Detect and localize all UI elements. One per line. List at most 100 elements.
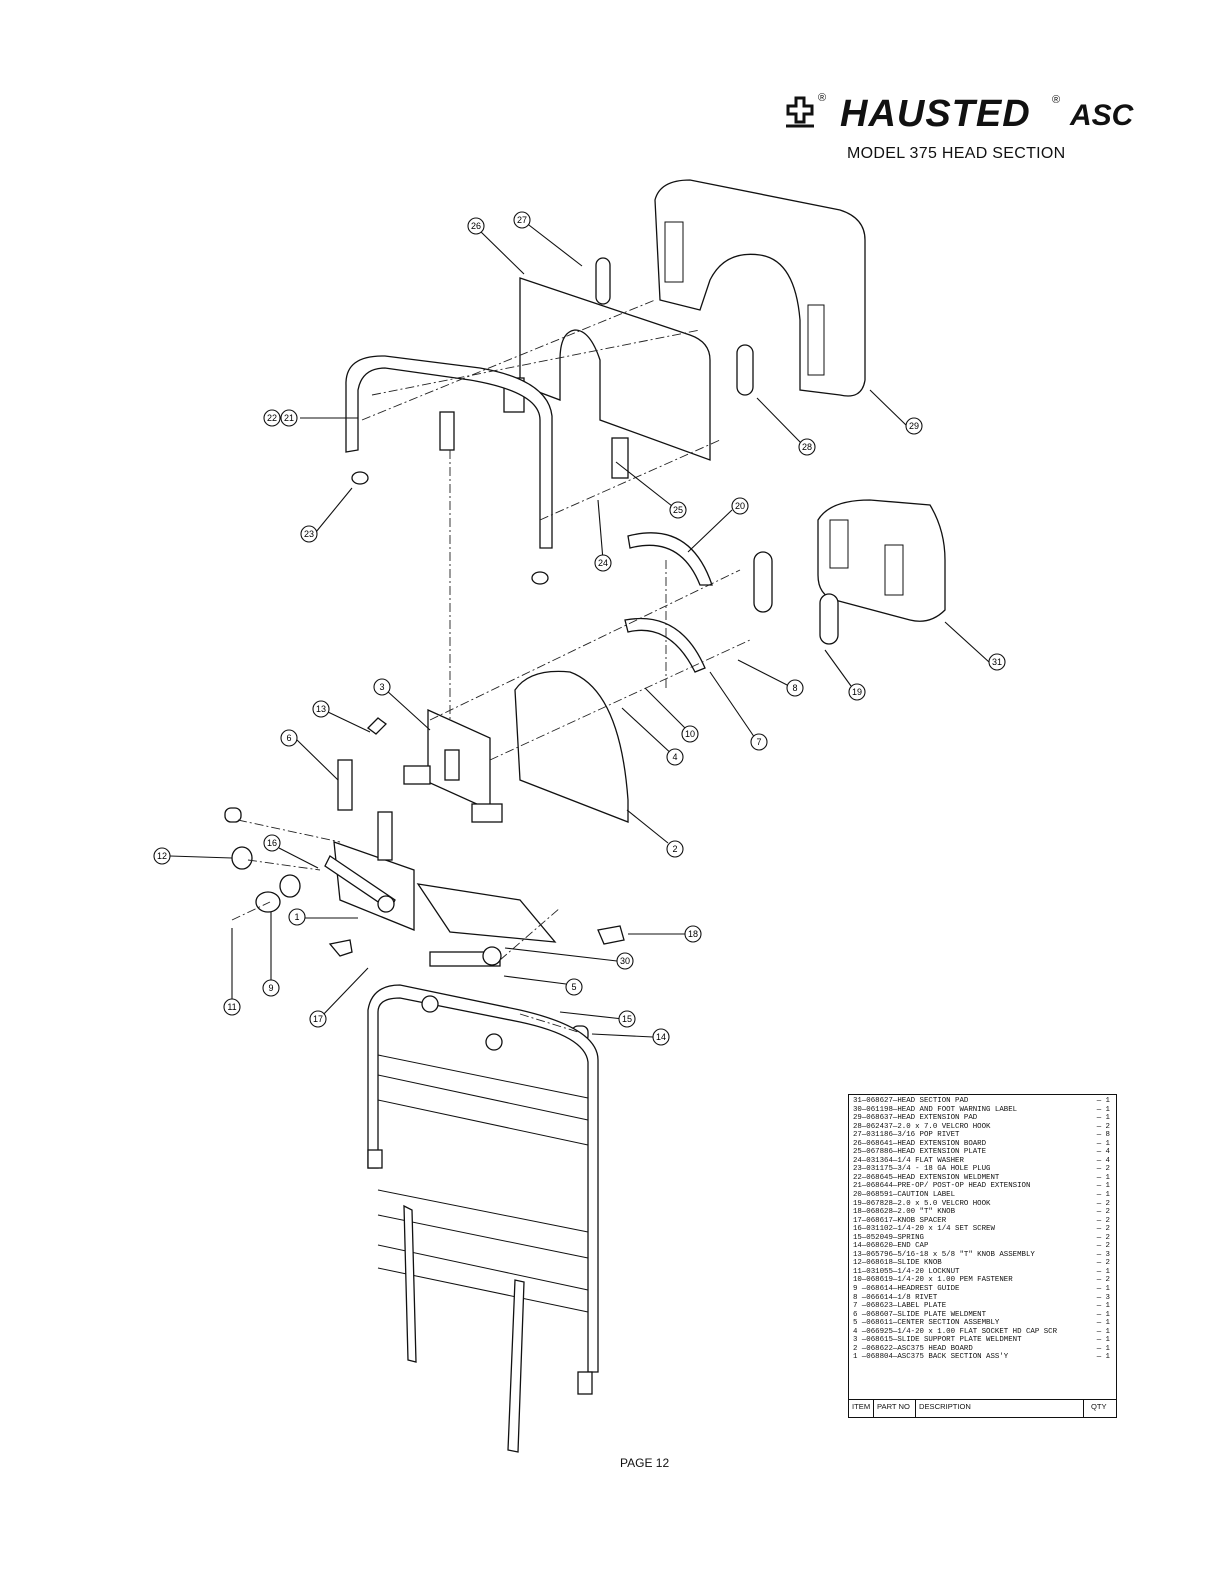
part-quantity: — 1 [1096, 1114, 1110, 1123]
svg-text:23: 23 [304, 529, 314, 539]
header-item: ITEM [852, 1402, 871, 1411]
callout-31: 31 [988, 653, 1006, 671]
svg-text:13: 13 [316, 704, 326, 714]
part-description: 28—062437—2.0 x 7.0 VELCRO HOOK [853, 1122, 991, 1131]
callout-7: 7 [750, 733, 768, 751]
header-part-no: PART NO [877, 1402, 910, 1411]
svg-text:6: 6 [286, 733, 291, 743]
part-quantity: — 8 [1096, 1131, 1110, 1140]
part-description: 5 —068611—CENTER SECTION ASSEMBLY [853, 1319, 1000, 1328]
callout-1: 1 [288, 908, 306, 926]
svg-text:4: 4 [672, 752, 677, 762]
part-description: 22—068645—HEAD EXTENSION WELDMENT [853, 1173, 1000, 1182]
part-description: 30—061198—HEAD AND FOOT WARNING LABEL [853, 1105, 1018, 1114]
callout-2: 2 [666, 840, 684, 858]
parts-list-row: 16—031102—1/4-20 x 1/4 SET SCREW— 2 [853, 1225, 1112, 1234]
part-quantity: — 1 [1096, 1319, 1110, 1328]
part-description: 25—067886—HEAD EXTENSION PLATE [853, 1148, 987, 1157]
callout-23: 23 [300, 525, 318, 543]
parts-list-row: 30—061198—HEAD AND FOOT WARNING LABEL — 1 [853, 1106, 1112, 1115]
svg-text:27: 27 [517, 215, 527, 225]
svg-text:25: 25 [673, 505, 683, 515]
part-description: 9 —068614—HEADREST GUIDE [853, 1285, 960, 1294]
svg-text:2: 2 [672, 844, 677, 854]
part-description: 4 —066925—1/4-20 x 1.00 FLAT SOCKET HD C… [853, 1327, 1058, 1336]
part-quantity: — 1 [1096, 1105, 1110, 1114]
part-description: 14—068620—END CAP [853, 1242, 929, 1251]
parts-list-row: 28—062437—2.0 x 7.0 VELCRO HOOK— 2 [853, 1123, 1112, 1132]
part-quantity: — 2 [1096, 1225, 1110, 1234]
callout-29: 29 [905, 417, 923, 435]
part-description: 31—068627—HEAD SECTION PAD [853, 1097, 969, 1105]
brand-name: HAUSTED [840, 93, 1031, 135]
brand-logo: ® HAUSTED ® ASC [782, 92, 1133, 140]
part-quantity: — 2 [1096, 1208, 1110, 1217]
part-quantity: — 1 [1096, 1327, 1110, 1336]
svg-text:21: 21 [284, 413, 294, 423]
callout-21: 21 [280, 409, 298, 427]
part-quantity: — 4 [1096, 1148, 1110, 1157]
part-quantity: — 1 [1096, 1182, 1110, 1191]
parts-list-row: 29—068637—HEAD EXTENSION PAD— 1 [853, 1114, 1112, 1123]
hausted-logo-icon [786, 96, 814, 128]
svg-text:20: 20 [735, 501, 745, 511]
parts-list-row: 9 —068614—HEADREST GUIDE— 1 [853, 1285, 1112, 1294]
svg-text:10: 10 [685, 729, 695, 739]
callout-4: 4 [666, 748, 684, 766]
callout-6: 6 [280, 729, 298, 747]
part-quantity: — 3 [1096, 1250, 1110, 1259]
part-description: 17—068617—KNOB SPACER [853, 1216, 947, 1225]
parts-list-row: 12—068618—SLIDE KNOB— 2 [853, 1259, 1112, 1268]
callout-15: 15 [618, 1010, 636, 1028]
parts-list-row: 4 —066925—1/4-20 x 1.00 FLAT SOCKET HD C… [853, 1328, 1112, 1337]
registered-mark: ® [1052, 94, 1061, 106]
parts-list-row: 31—068627—HEAD SECTION PAD— 1 [853, 1097, 1112, 1106]
slide-plate-weldment [324, 759, 557, 967]
parts-list-row: 7 —068623—LABEL PLATE — 1 [853, 1302, 1112, 1311]
svg-text:12: 12 [157, 851, 167, 861]
part-description: 20—068591—CAUTION LABEL [853, 1191, 956, 1200]
header-description: DESCRIPTION [919, 1402, 971, 1411]
svg-text:17: 17 [313, 1014, 323, 1024]
head-section-pad [753, 499, 946, 645]
parts-list-row: 20—068591—CAUTION LABEL— 1 [853, 1191, 1112, 1200]
part-description: 6 —068607—SLIDE PLATE WELDMENT [853, 1310, 987, 1319]
leader-lines [169, 221, 990, 1038]
assembly-lines [231, 299, 751, 1033]
parts-list-row: 15—052049—SPRING— 2 [853, 1234, 1112, 1243]
callout-11: 11 [223, 998, 241, 1016]
part-quantity: — 1 [1096, 1336, 1110, 1345]
part-quantity: — 2 [1096, 1276, 1110, 1285]
callout-26: 26 [467, 217, 485, 235]
svg-text:18: 18 [688, 929, 698, 939]
svg-text:11: 11 [227, 1002, 236, 1012]
svg-text:14: 14 [656, 1032, 666, 1042]
callout-25: 25 [669, 501, 687, 519]
part-quantity: — 2 [1096, 1165, 1110, 1174]
parts-list-row: 5 —068611—CENTER SECTION ASSEMBLY — 1 [853, 1319, 1112, 1328]
parts-list-row: 22—068645—HEAD EXTENSION WELDMENT— 1 [853, 1174, 1112, 1183]
part-description: 24—031364—1/4 FLAT WASHER [853, 1156, 964, 1165]
parts-list-row: 14—068620—END CAP— 2 [853, 1242, 1112, 1251]
svg-text:29: 29 [909, 421, 919, 431]
header-qty: QTY [1091, 1402, 1107, 1411]
callout-20: 20 [731, 497, 749, 515]
parts-list-header: ITEM PART NO DESCRIPTION QTY [848, 1399, 1117, 1418]
part-quantity: — 2 [1096, 1233, 1110, 1242]
part-description: 8 —066614—1/8 RIVET [853, 1293, 938, 1302]
part-description: 1 —068804—ASC375 BACK SECTION ASS'Y [853, 1353, 1009, 1362]
callout-30: 30 [616, 952, 634, 970]
part-quantity: — 4 [1096, 1156, 1110, 1165]
part-description: 7 —068623—LABEL PLATE [853, 1302, 947, 1311]
part-description: 10—068619—1/4-20 x 1.00 PEM FASTENER [853, 1276, 1013, 1285]
svg-text:15: 15 [622, 1014, 632, 1024]
callout-27: 27 [513, 211, 531, 229]
callout-16: 16 [263, 834, 281, 852]
svg-text:7: 7 [756, 737, 761, 747]
part-quantity: — 1 [1096, 1302, 1110, 1311]
head-board [514, 670, 629, 823]
parts-list-row: 2 —068622—ASC375 HEAD BOARD— 1 [853, 1345, 1112, 1354]
callout-13: 13 [312, 700, 330, 718]
callout-24: 24 [594, 554, 612, 572]
